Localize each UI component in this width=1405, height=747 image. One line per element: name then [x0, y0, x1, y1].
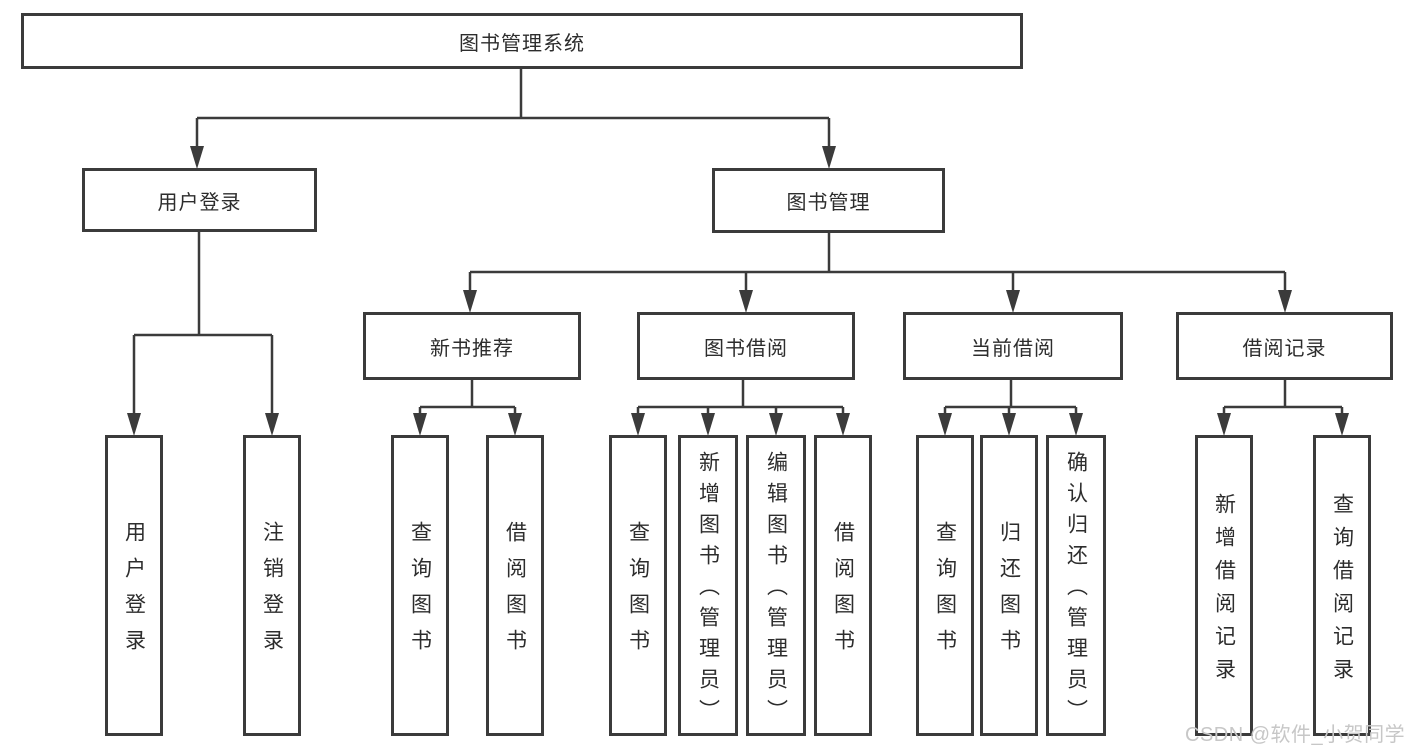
- node-borrowing-records: 借阅记录: [1176, 312, 1393, 380]
- node-label: 借阅记录: [1242, 337, 1327, 360]
- leaf-label: 确认归还（管理员）: [1064, 451, 1088, 730]
- leaf-current-confirm-return-admin: 确认归还（管理员）: [1046, 435, 1106, 736]
- node-current-borrowing: 当前借阅: [903, 312, 1123, 380]
- leaf-label: 查询图书: [933, 521, 957, 665]
- leaf-label: 借阅图书: [503, 521, 527, 665]
- node-label: 图书借阅: [704, 337, 788, 360]
- leaf-logout: 注销登录: [243, 435, 301, 736]
- node-new-book-recommendation: 新书推荐: [363, 312, 581, 380]
- node-book-borrowing: 图书借阅: [637, 312, 855, 380]
- leaf-label: 查询借阅记录: [1330, 492, 1354, 691]
- leaf-current-query-books: 查询图书: [916, 435, 974, 736]
- leaf-recommend-borrow-books: 借阅图书: [486, 435, 544, 736]
- node-label: 新书推荐: [430, 337, 514, 360]
- leaf-borrow-edit-books-admin: 编辑图书（管理员）: [746, 435, 806, 736]
- leaf-records-query-record: 查询借阅记录: [1313, 435, 1371, 736]
- node-label: 图书管理系统: [459, 32, 585, 55]
- leaf-label: 注销登录: [260, 521, 284, 665]
- leaf-label: 借阅图书: [831, 521, 855, 665]
- node-label: 图书管理: [786, 192, 871, 214]
- leaf-recommend-query-books: 查询图书: [391, 435, 449, 736]
- leaf-label: 新增图书（管理员）: [696, 451, 720, 730]
- node-label: 当前借阅: [971, 337, 1055, 360]
- node-library-management-system: 图书管理系统: [21, 13, 1023, 69]
- leaf-user-login: 用户登录: [105, 435, 163, 736]
- csdn-watermark: CSDN @软件_小贺同学: [1185, 724, 1405, 746]
- node-user-login: 用户登录: [82, 168, 317, 232]
- leaf-label: 归还图书: [997, 521, 1021, 665]
- node-label: 用户登录: [157, 191, 242, 214]
- leaf-label: 查询图书: [408, 521, 432, 665]
- leaf-borrow-query-books: 查询图书: [609, 435, 667, 736]
- leaf-borrow-borrow-books: 借阅图书: [814, 435, 872, 736]
- leaf-label: 查询图书: [626, 521, 650, 665]
- leaf-label: 新增借阅记录: [1212, 492, 1236, 691]
- leaf-label: 用户登录: [122, 521, 146, 665]
- leaf-borrow-add-books-admin: 新增图书（管理员）: [678, 435, 738, 736]
- node-book-management: 图书管理: [712, 168, 945, 233]
- leaf-label: 编辑图书（管理员）: [764, 451, 788, 730]
- leaf-current-return-books: 归还图书: [980, 435, 1038, 736]
- leaf-records-add-record: 新增借阅记录: [1195, 435, 1253, 736]
